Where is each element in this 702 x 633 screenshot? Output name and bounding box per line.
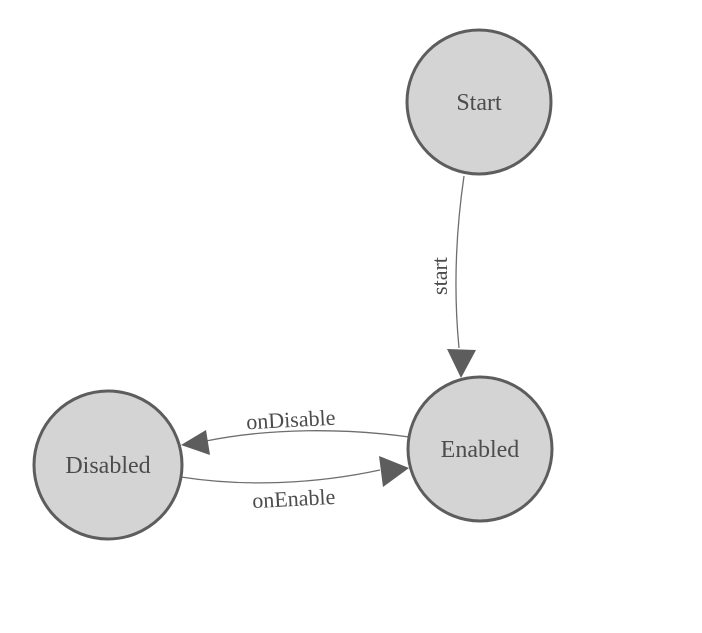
state-label-enabled: Enabled	[441, 437, 520, 463]
transition-edge-enabled-to-disabled[interactable]	[205, 430, 410, 442]
transition-label-onenable: onEnable	[252, 484, 336, 513]
state-node-disabled[interactable]	[32, 389, 184, 541]
transition-label-ondisable: onDisable	[246, 405, 336, 435]
transition-label-start: start	[427, 257, 452, 295]
arrowhead-icon	[181, 430, 210, 455]
arrowhead-icon	[447, 349, 476, 378]
state-label-start: Start	[456, 90, 502, 116]
state-node-start[interactable]	[405, 28, 553, 176]
state-node-enabled[interactable]	[406, 375, 554, 523]
transition-edge-start-to-enabled[interactable]	[455, 175, 465, 349]
transition-edge-disabled-to-enabled[interactable]	[180, 469, 381, 484]
state-label-disabled: Disabled	[65, 453, 150, 479]
arrowhead-icon	[379, 456, 409, 487]
